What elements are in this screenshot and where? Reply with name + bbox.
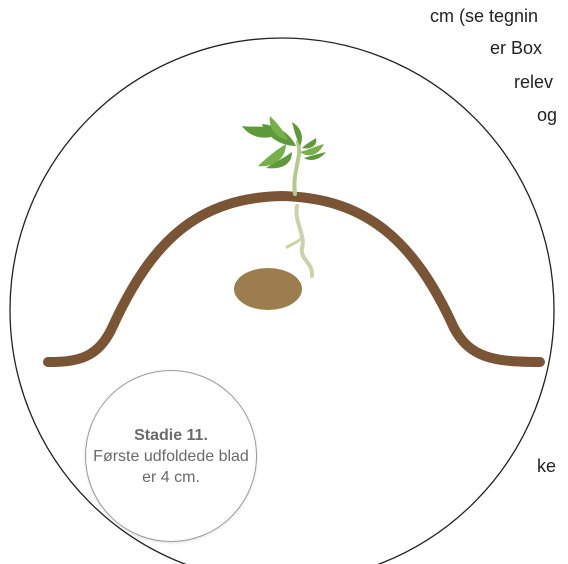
stage-label-circle: Stadie 11. Første udfoldede blad er 4 cm… <box>85 370 257 542</box>
stage-description: Første udfoldede blad er 4 cm. <box>91 446 251 488</box>
seed-icon <box>234 268 302 310</box>
stage-title: Stadie 11. <box>134 425 208 446</box>
